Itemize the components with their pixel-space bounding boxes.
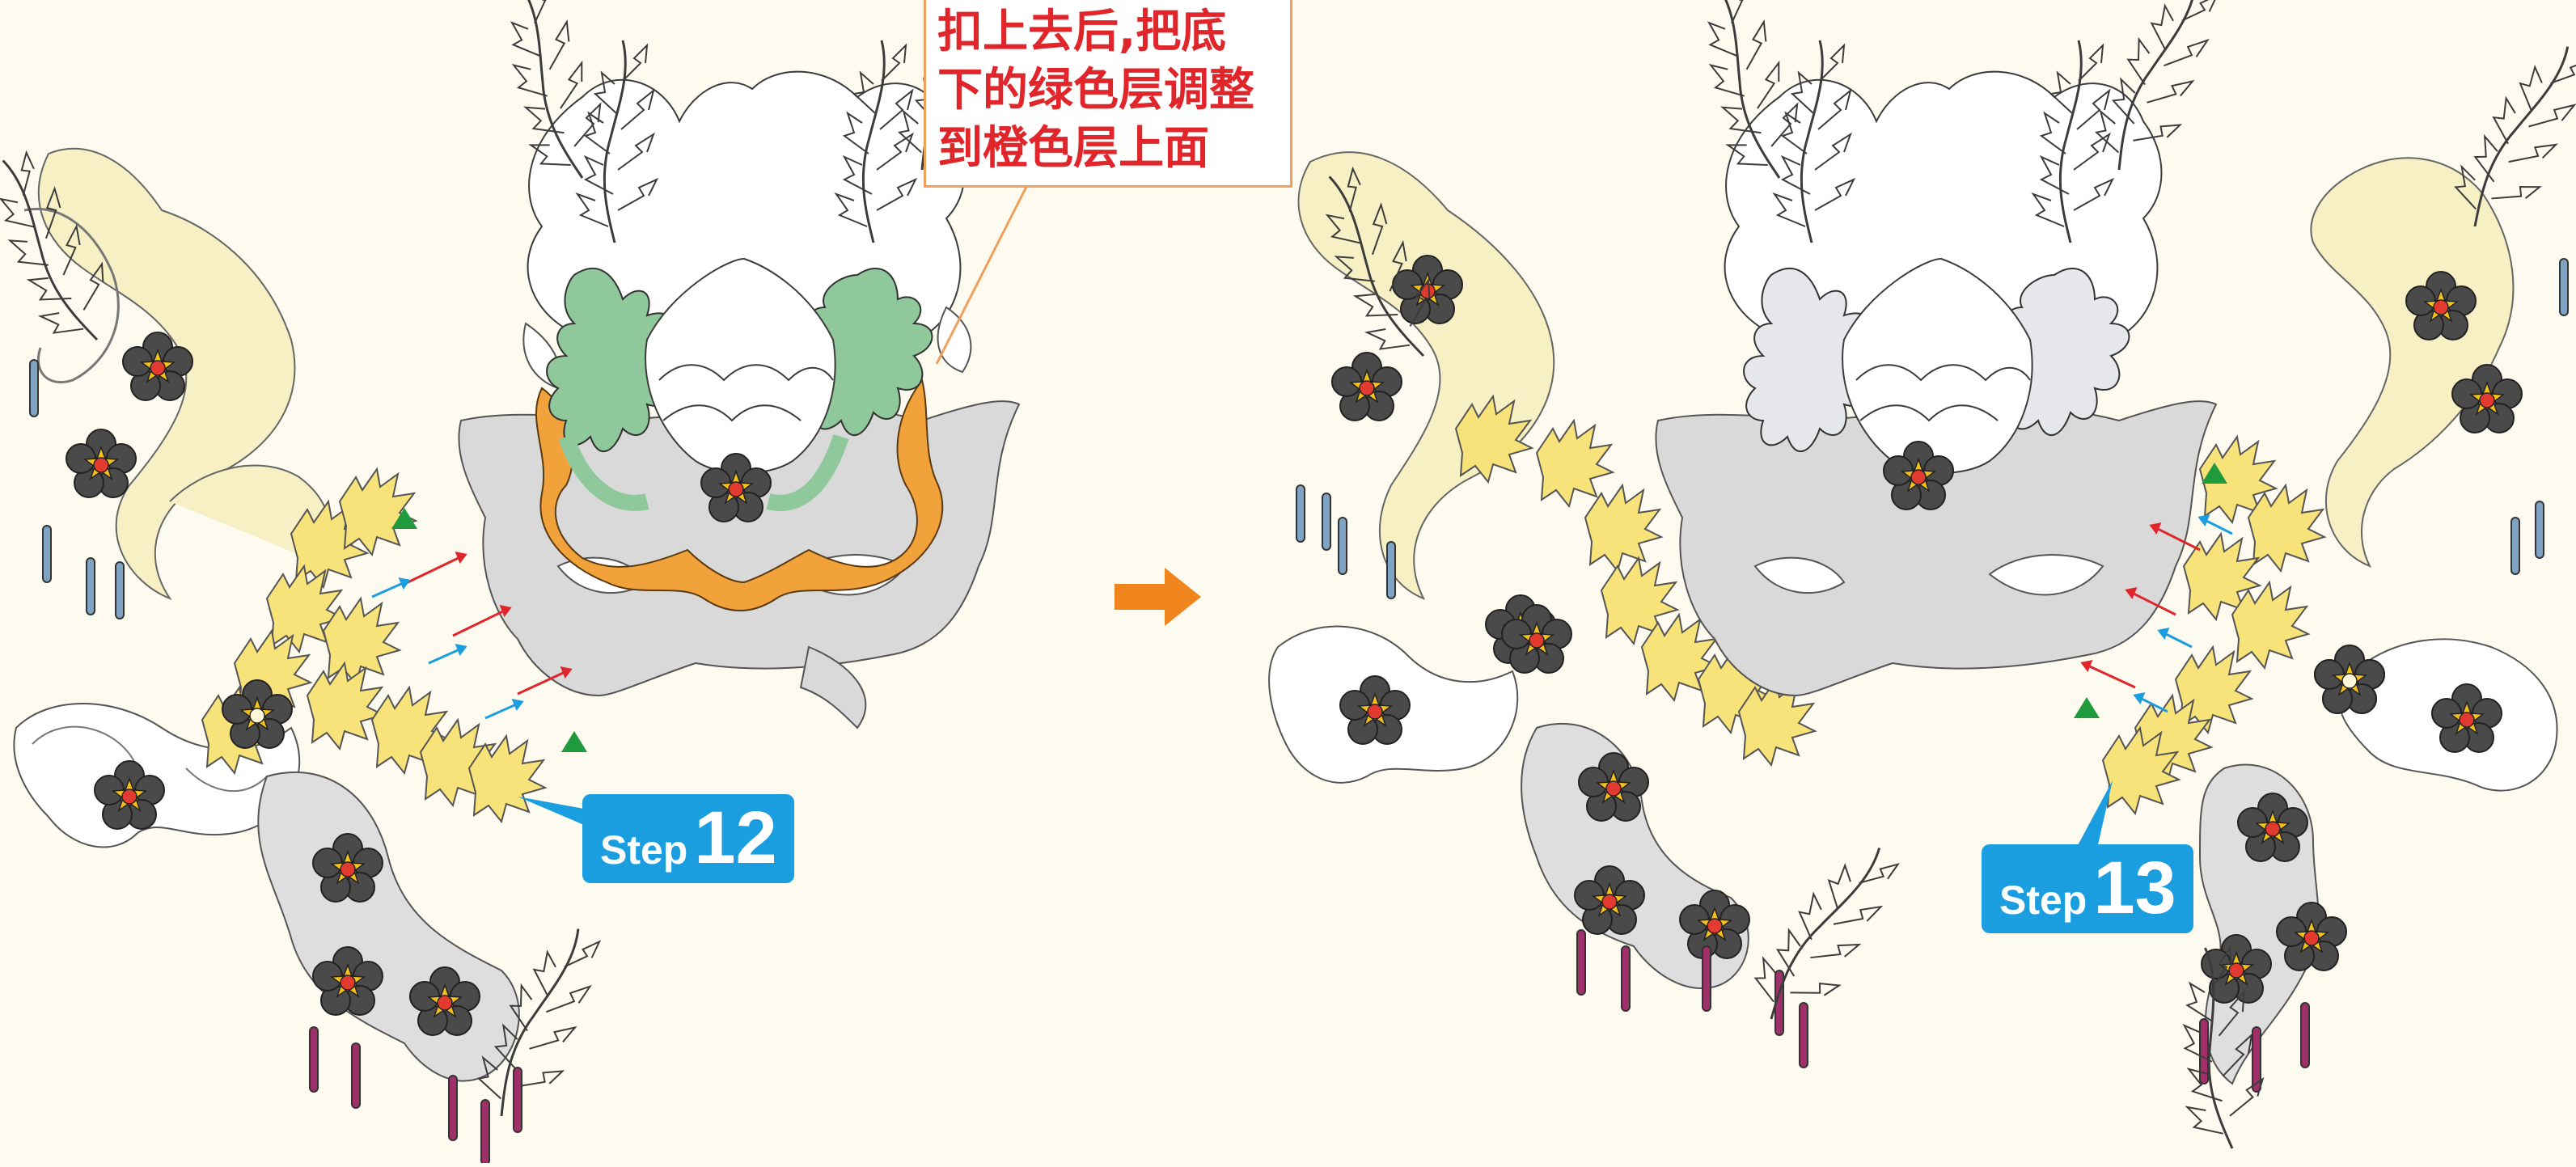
step-12-word: Step xyxy=(600,827,688,873)
callout-line-1: 扣上去后,把底 xyxy=(937,6,1227,58)
step-12-number: 12 xyxy=(694,797,777,879)
step-13-badge: Step 13 xyxy=(1982,844,2193,933)
step-13-word: Step xyxy=(1999,877,2087,923)
step-13-number: 13 xyxy=(2093,847,2176,929)
instruction-callout: 扣上去后,把底 下的绿色层调整 到橙色层上面 xyxy=(924,0,1292,188)
step-12-badge: Step 12 xyxy=(582,794,794,883)
callout-line-3: 到橙色层上面 xyxy=(937,122,1209,175)
callout-line-2: 下的绿色层调整 xyxy=(937,64,1254,116)
left-illustration xyxy=(0,0,1032,1165)
right-illustration xyxy=(1268,0,2576,1156)
next-arrow-icon xyxy=(1115,568,1201,626)
